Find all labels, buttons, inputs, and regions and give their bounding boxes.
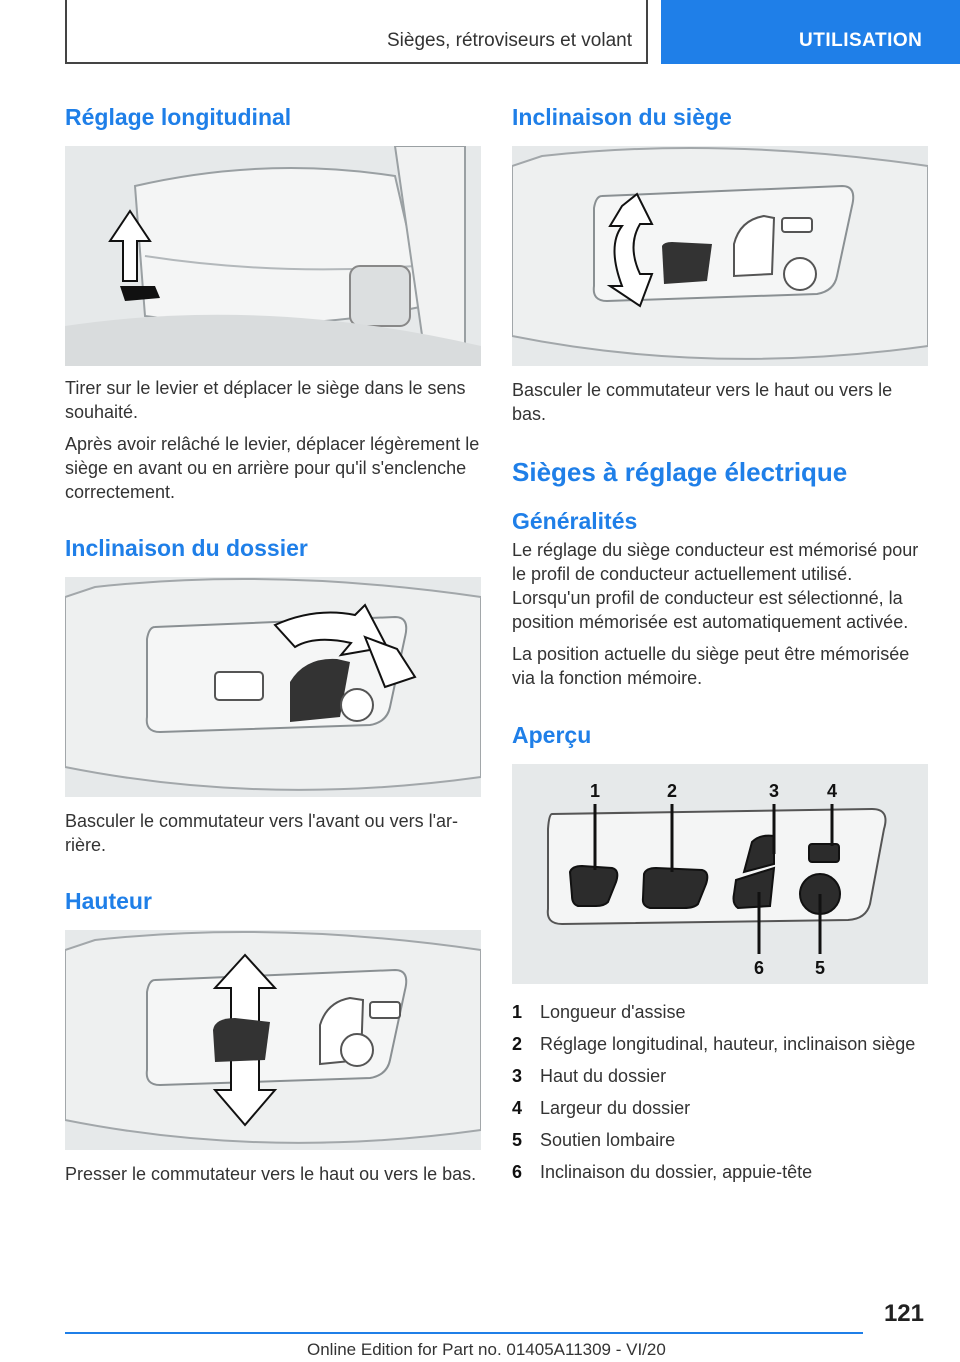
- list-item: 5 Soutien lombaire: [512, 1128, 928, 1152]
- heading-inclinaison-siege: Inclinaison du siège: [512, 104, 732, 130]
- heading-sieges-electriques: Sièges à réglage électrique: [512, 457, 848, 487]
- edition-text: Online Edition for Part no. 01405A11309 …: [307, 1340, 666, 1359]
- list-item-text: Largeur du dossier: [540, 1098, 691, 1118]
- list-item: 1 Longueur d'assise: [512, 1000, 928, 1024]
- overview-list: 1 Longueur d'assise 2 Réglage longitudinal…: [512, 1000, 928, 1184]
- heading-hauteur: Hauteur: [65, 888, 152, 914]
- footer-divider: [65, 1332, 863, 1334]
- list-item-number: 3: [512, 1066, 523, 1086]
- list-item-text: Inclinaison du dossier, appuie-tête: [540, 1162, 813, 1182]
- heading-generalites: Généralités: [512, 508, 638, 534]
- seat-height-illustration: [65, 930, 481, 1150]
- heading-inclinaison-dossier: Inclinaison du dossier: [65, 535, 308, 561]
- header-chapter-tab: UTILISATION: [661, 0, 960, 64]
- page-number: 121: [883, 1300, 924, 1327]
- paragraph-generalites-2: La position actuelle du siège peut être …: [512, 644, 910, 688]
- list-item-text: Longueur d'assise: [540, 1002, 686, 1022]
- list-item-number: 2: [512, 1034, 523, 1054]
- seat-tilt-illustration: [512, 146, 928, 366]
- callout-5: 5: [815, 958, 825, 978]
- list-item-number: 4: [512, 1098, 523, 1118]
- list-item: 6 Inclinaison du dossier, appuie-tête: [512, 1160, 928, 1184]
- left-column: Réglage longitudinal Tirer sur le levier…: [65, 100, 481, 1186]
- paragraph-generalites-1: Le réglage du siège conducteur est mémor…: [512, 540, 919, 632]
- callout-2: 2: [667, 781, 677, 801]
- heading-apercu: Aperçu: [512, 722, 592, 748]
- paragraph-dossier: Basculer le commutateur vers l'avant ou …: [65, 811, 459, 855]
- list-item-text: Haut du dossier: [540, 1066, 667, 1086]
- list-item-text: Réglage longitudinal, hauteur, inclinais…: [540, 1034, 916, 1054]
- paragraph-longitudinal-2: Après avoir relâché le levier, déplacer …: [65, 434, 480, 502]
- paragraph-inclinaison-siege: Basculer le commutateur vers le haut ou …: [512, 380, 893, 424]
- backrest-tilt-illustration: [65, 577, 481, 797]
- list-item: 2 Réglage longitudinal, hauteur, inclinai…: [512, 1032, 928, 1056]
- header-section-box: Sièges, rétroviseurs et volant: [65, 0, 648, 64]
- list-item-number: 5: [512, 1130, 523, 1150]
- callout-1: 1: [590, 781, 600, 801]
- paragraph-hauteur: Presser le commutateur vers le haut ou v…: [65, 1164, 477, 1184]
- seat-controls-overview-illustration: 1 2 3 4 6 5: [512, 764, 928, 984]
- right-column: Inclinaison du siège Basculer le commuta…: [512, 100, 928, 1192]
- callout-4: 4: [827, 781, 837, 801]
- list-item-number: 1: [512, 1002, 523, 1022]
- list-item: 3 Haut du dossier: [512, 1064, 928, 1088]
- header-section-title: Sièges, rétroviseurs et volant: [386, 30, 632, 51]
- paragraph-longitudinal-1: Tirer sur le levier et déplacer le siège…: [65, 378, 466, 422]
- header-chapter-title: UTILISATION: [799, 30, 923, 51]
- callout-6: 6: [754, 958, 764, 978]
- list-item-text: Soutien lombaire: [540, 1130, 676, 1150]
- heading-reglage-longitudinal: Réglage longitudinal: [65, 104, 292, 130]
- list-item: 4 Largeur du dossier: [512, 1096, 928, 1120]
- seat-longitudinal-illustration: [65, 146, 481, 366]
- list-item-number: 6: [512, 1162, 523, 1182]
- callout-3: 3: [769, 781, 779, 801]
